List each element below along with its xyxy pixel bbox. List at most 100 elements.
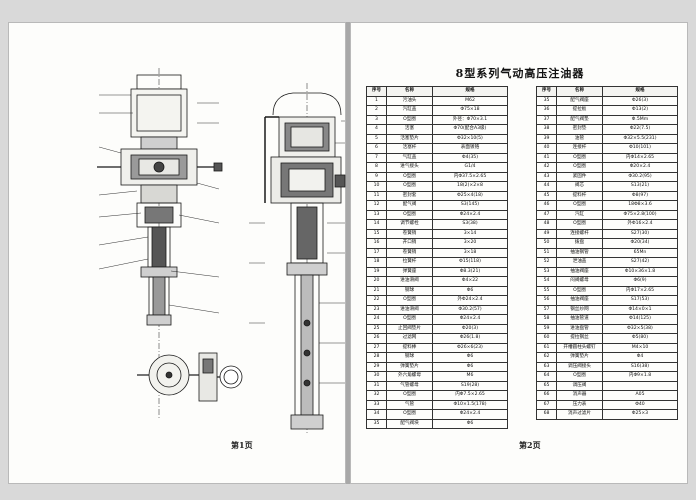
part-name: 拨盘 (556, 238, 603, 249)
part-index: 54 (536, 276, 557, 287)
part-name: 进气接头 (386, 162, 433, 173)
part-spec: S17(53) (602, 295, 678, 306)
part-name: O型圈 (556, 285, 603, 296)
part-spec: Φ24×2.4 (432, 314, 508, 325)
header-spec: 规格 (432, 86, 508, 97)
part-name: 提拉钢丝 (556, 333, 603, 344)
part-index: 65 (536, 380, 557, 391)
part-index: 51 (536, 247, 557, 258)
part-name: 配气阀垫 (556, 114, 603, 125)
part-spec: Φ4(35) (432, 152, 508, 163)
part-spec: Φ26×6(23) (432, 342, 508, 353)
part-index: 11 (366, 190, 387, 201)
part-name: 外六角螺母 (386, 371, 433, 382)
part-spec: 18(2)×2×8 (432, 181, 508, 192)
part-name: 提料棒 (386, 342, 433, 353)
part-index: 13 (366, 209, 387, 220)
part-index: 35 (536, 95, 557, 106)
part-index: 50 (536, 238, 557, 249)
part-name: O型圈 (386, 390, 433, 401)
part-spec: M4×10 (602, 342, 678, 353)
part-index: 61 (536, 342, 557, 353)
part-name: O型圈 (386, 114, 433, 125)
part-spec: G1/4 (432, 162, 508, 173)
part-spec: Φ10(101) (602, 143, 678, 154)
part-name: 弹簧垫片 (386, 361, 433, 372)
part-index: 8 (366, 162, 387, 173)
part-spec: Φ.5Mm (602, 114, 678, 125)
part-spec: M6 (432, 371, 508, 382)
part-name: 气管螺母 (386, 380, 433, 391)
part-index: 24 (366, 314, 387, 325)
part-index: 41 (536, 152, 557, 163)
part-name: 活塞杆 (386, 143, 433, 154)
part-name: 消声器 (556, 390, 603, 401)
part-spec: Φ6 (432, 285, 508, 296)
part-name: 配气阀 (386, 200, 433, 211)
part-spec: Φ6 (432, 361, 508, 372)
part-name: 拉簧杆 (386, 257, 433, 268)
part-spec: Φ70(配合A3级) (432, 124, 508, 135)
part-name: 活塞垫片 (386, 133, 433, 144)
header-name: 名称 (386, 86, 433, 97)
part-name: O型圈 (386, 181, 433, 192)
part-name: 密封垫 (556, 124, 603, 135)
part-name: 污油头 (386, 95, 433, 106)
part-name: 消声过滤片 (556, 409, 603, 420)
part-spec: Φ6(9) (602, 276, 678, 287)
part-index: 38 (536, 124, 557, 135)
part-name: 活塞 (386, 124, 433, 135)
part-index: 66 (536, 390, 557, 401)
part-spec: M62 (432, 95, 508, 106)
part-index: 58 (536, 314, 557, 325)
part-index: 59 (536, 323, 557, 334)
part-name: 气缸盖 (386, 152, 433, 163)
table-header-row: 序号 名称 规格 (366, 86, 508, 97)
part-spec: S16(38) (602, 361, 678, 372)
part-index: 5 (366, 133, 387, 144)
part-index: 27 (366, 342, 387, 353)
part-spec: Φ24×2.4 (432, 409, 508, 420)
part-name: O型圈 (386, 314, 433, 325)
part-index: 25 (366, 323, 387, 334)
part-index: 1 (366, 95, 387, 106)
part-spec: Φ13(2) (602, 105, 678, 116)
part-index: 28 (366, 352, 387, 363)
part-name: 油管 (556, 133, 603, 144)
part-index: 35 (366, 418, 387, 429)
part-spec: S19(28) (432, 380, 508, 391)
part-name: O型圈 (556, 200, 603, 211)
part-name: 调节螺栓 (386, 219, 433, 230)
part-spec: S3(145) (432, 200, 508, 211)
part-index: 34 (366, 409, 387, 420)
header-index: 序号 (366, 86, 387, 97)
part-name: 进油滑阀 (386, 304, 433, 315)
part-name: 连接螺杆 (556, 228, 603, 239)
part-index: 33 (366, 399, 387, 410)
